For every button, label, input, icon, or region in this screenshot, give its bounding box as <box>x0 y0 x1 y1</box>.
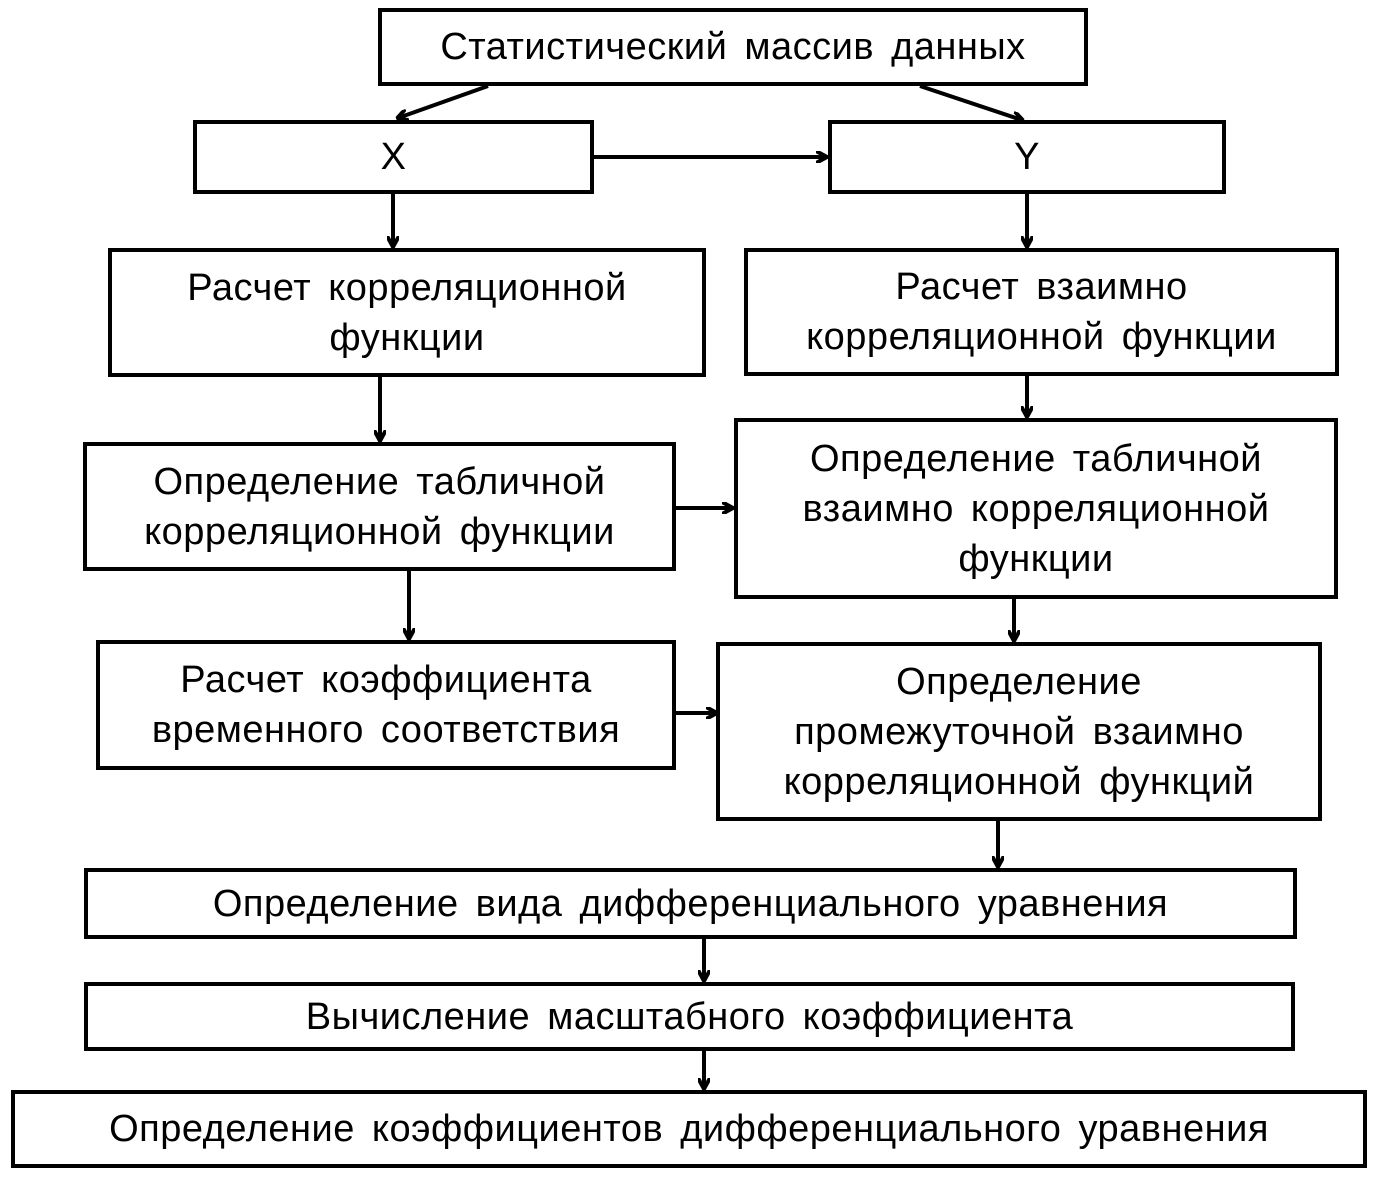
node-time-coef: Расчет коэффициента временного соответст… <box>96 640 676 770</box>
arrow-stat-to-y <box>919 84 1022 120</box>
node-intermediate-cross-corr: Определение промежуточной взаимно коррел… <box>716 642 1322 821</box>
node-y: Y <box>828 120 1226 194</box>
node-scale-coef: Вычисление масштабного коэффициента <box>84 982 1295 1051</box>
node-stat-array: Статистический массив данных <box>378 8 1088 86</box>
node-table-corr: Определение табличной корреляционной фун… <box>83 442 676 571</box>
node-calc-cross-corr: Расчет взаимно корреляционной функции <box>744 248 1339 376</box>
node-diff-eq-type: Определение вида дифференциального уравн… <box>84 868 1297 939</box>
arrow-stat-to-x <box>398 84 489 118</box>
node-diff-eq-coefs: Определение коэффициентов дифференциальн… <box>11 1090 1367 1168</box>
node-calc-corr: Расчет корреляционной функции <box>108 248 706 377</box>
node-table-cross-corr: Определение табличной взаимно корреляцио… <box>734 418 1338 599</box>
node-x: X <box>193 120 594 194</box>
